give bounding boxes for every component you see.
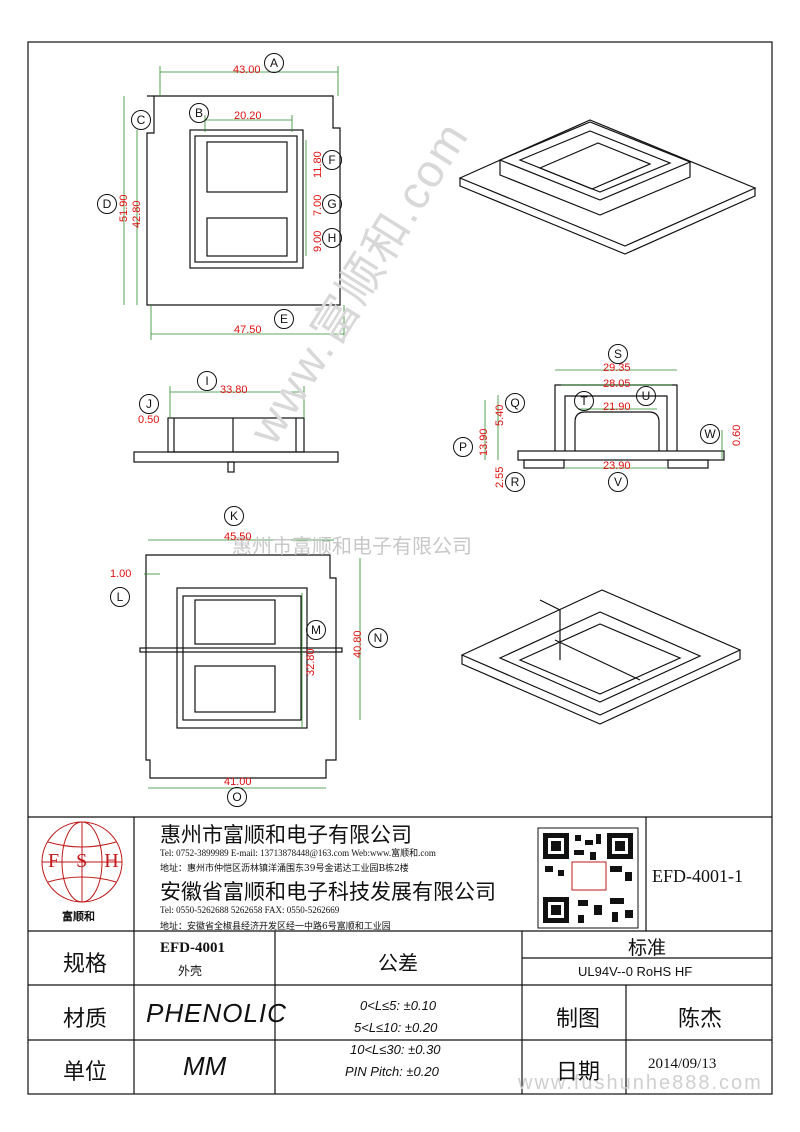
callout-L: L <box>110 587 130 607</box>
dim-R: 2.55 <box>494 466 506 488</box>
sheet-border <box>27 41 773 1095</box>
material-label: 材质 <box>63 1007 108 1032</box>
unit-value: MM <box>183 1051 227 1081</box>
center-watermark: 惠州市富顺和电子有限公司 <box>232 536 472 558</box>
callout-V: V <box>608 472 628 492</box>
tolerance-line-1: 0<L≤5: ±0.10 <box>360 998 437 1013</box>
qr-code <box>537 827 639 929</box>
callout-O: O <box>227 787 247 807</box>
logo-name: 富顺和 <box>62 910 95 923</box>
drawing-number: EFD-4001-1 <box>652 866 743 886</box>
dim-S2: 28.05 <box>603 378 631 390</box>
tolerance-line-2: 5<L≤10: ±0.20 <box>354 1020 438 1035</box>
dim-I: 33.80 <box>220 384 248 396</box>
dim-Q: 5.40 <box>494 404 506 426</box>
drawn-by-label: 制图 <box>556 1007 601 1032</box>
top-view <box>146 95 341 306</box>
callout-S: S <box>608 344 628 364</box>
dim-W: 0.60 <box>731 424 743 446</box>
bottom-watermark: www.fushunhe888.com <box>518 1072 763 1094</box>
logo-letters: F S H <box>48 850 125 872</box>
callout-T: T <box>574 391 594 411</box>
callout-W: W <box>700 424 720 444</box>
dim-N: 40.80 <box>352 630 364 658</box>
dim-D: 51.90 <box>118 194 130 222</box>
callout-F: F <box>322 150 342 170</box>
dim-L: 1.00 <box>110 568 132 580</box>
titleblock-grid <box>28 816 772 1094</box>
company-contact-anhui: Tel: 0550-5262688 5262658 FAX: 0550-5262… <box>160 905 340 915</box>
callout-C: C <box>131 110 151 130</box>
company-address-anhui: 地址：安徽省全椒县经济开发区经一中路6号富顺和工业园 <box>160 922 391 932</box>
dim-B: 20.20 <box>234 110 262 122</box>
drawn-by-value: 陈杰 <box>678 1007 723 1032</box>
callout-E: E <box>274 309 294 329</box>
company-contact-huizhou: Tel: 0752-3899989 E-mail: 13713878448@16… <box>160 848 436 858</box>
callout-D: D <box>97 194 117 214</box>
bottom-view <box>139 554 343 779</box>
callout-M: M <box>306 620 326 640</box>
callout-J: J <box>139 394 159 414</box>
callout-G: G <box>322 194 342 214</box>
callout-R: R <box>505 472 525 492</box>
spec-value: EFD-4001 <box>160 940 225 956</box>
logo-mark <box>41 821 123 903</box>
callout-H: H <box>322 228 342 248</box>
dim-S: 29.35 <box>603 362 631 374</box>
company-address-huizhou: 地址：惠州市仲恺区沥林镇洋涌围东39号金诺达工业园B栋2楼 <box>160 864 409 874</box>
top-view-dims <box>123 66 345 340</box>
company-name-huizhou: 惠州市富顺和电子有限公司 <box>160 823 412 847</box>
callout-A: A <box>264 53 284 73</box>
iso-view-top <box>458 119 757 255</box>
callout-K: K <box>224 506 244 526</box>
date-value: 2014/09/13 <box>648 1056 717 1072</box>
dim-V: 23.90 <box>603 460 631 472</box>
tolerance-line-3: 10<L≤30: ±0.30 <box>350 1042 441 1057</box>
dim-C: 42.80 <box>131 200 143 228</box>
dim-E: 47.50 <box>234 324 262 336</box>
callout-B: B <box>189 103 209 123</box>
standard-label: 标准 <box>628 937 667 959</box>
spec-subtitle: 外壳 <box>178 964 203 978</box>
spec-label: 规格 <box>63 952 108 977</box>
dim-A: 43.00 <box>233 64 261 76</box>
dim-J: 0.50 <box>138 414 160 426</box>
tolerance-label: 公差 <box>378 951 418 975</box>
dim-O: 41.00 <box>224 776 252 788</box>
callout-Q: Q <box>505 393 525 413</box>
standard-value: UL94V--0 RoHS HF <box>578 964 693 979</box>
callout-N: N <box>368 628 388 648</box>
callout-I: I <box>197 371 217 391</box>
callout-U: U <box>636 386 656 406</box>
unit-label: 单位 <box>63 1060 108 1085</box>
dim-M: 32.80 <box>305 648 317 676</box>
callout-P: P <box>453 437 473 457</box>
iso-view-bottom <box>460 589 742 725</box>
dim-K: 45.50 <box>224 531 252 543</box>
front-view <box>517 384 725 469</box>
side-view <box>133 417 339 473</box>
tolerance-line-4: PIN Pitch: ±0.20 <box>345 1064 439 1079</box>
material-value: PHENOLIC <box>146 998 287 1028</box>
dim-U: 21.90 <box>603 401 631 413</box>
company-name-anhui: 安徽省富顺和电子科技发展有限公司 <box>160 880 496 904</box>
dim-P: 13.90 <box>478 428 490 456</box>
date-label: 日期 <box>556 1060 601 1085</box>
